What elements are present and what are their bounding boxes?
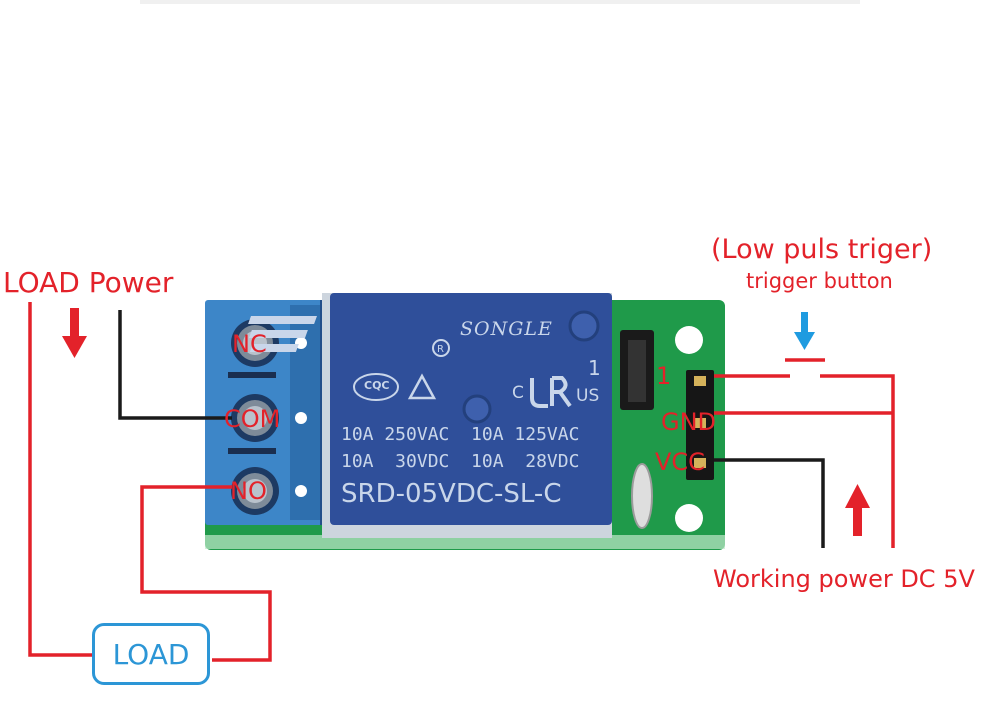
mount-hole-top xyxy=(675,326,703,354)
relay-mark-c: C xyxy=(512,383,524,403)
terminal-label-com: COM xyxy=(224,405,281,433)
warning-triangle-icon xyxy=(407,373,437,400)
arrow-down-blue-icon xyxy=(794,312,815,350)
top-edge-shadow xyxy=(140,0,860,4)
pcb-edge xyxy=(205,535,725,549)
cqc-mark-icon xyxy=(353,373,399,401)
relay-body: R xyxy=(248,293,612,538)
trigger-button-label: trigger button xyxy=(746,269,893,293)
ur-mark-icon xyxy=(530,376,572,408)
relay-cqc: CQC xyxy=(364,379,390,392)
terminal-label-nc: NC xyxy=(232,330,267,358)
mount-hole-bottom xyxy=(675,504,703,532)
terminal-screw-com xyxy=(231,394,279,442)
pin-label-gnd: GND xyxy=(661,408,717,436)
load-power-label: LOAD Power xyxy=(3,266,174,299)
svg-text:R: R xyxy=(437,344,444,355)
wire-load-left xyxy=(28,302,92,657)
load-box: LOAD xyxy=(92,623,210,685)
relay-rating-line1: 10A 250VAC 10A 125VAC xyxy=(341,424,580,445)
component-diode xyxy=(631,463,653,529)
low-puls-label: (Low puls triger) xyxy=(711,234,933,265)
terminal-label-no: NO xyxy=(230,477,267,505)
pin-label-vcc: VCC xyxy=(655,448,705,476)
relay-rating-line2: 10A 30VDC 10A 28VDC xyxy=(341,451,580,472)
load-label: LOAD xyxy=(112,637,190,671)
terminal-screw-no xyxy=(231,467,279,515)
wire-trigger-right xyxy=(820,374,895,548)
wire-no xyxy=(140,485,272,662)
wire-vcc xyxy=(714,458,825,548)
arrow-down-red-icon xyxy=(62,308,87,358)
arrow-up-red-icon xyxy=(845,484,870,536)
wire-com xyxy=(118,310,232,420)
relay-mark-1: 1 xyxy=(588,356,601,380)
relay-model: SRD-05VDC-SL-C xyxy=(341,479,562,509)
pin-label-1: 1 xyxy=(656,362,672,390)
songle-logo-icon xyxy=(248,316,317,352)
relay-brand: SONGLE xyxy=(460,318,553,340)
relay-mark-us: US xyxy=(576,386,600,406)
working-power-label: Working power DC 5V xyxy=(713,565,975,593)
